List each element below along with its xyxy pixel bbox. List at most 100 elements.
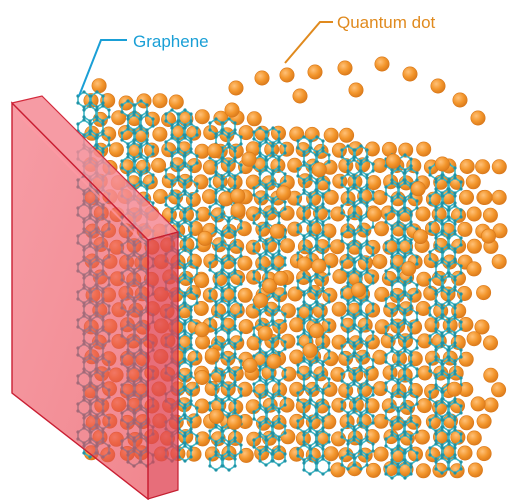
carbon-atom bbox=[277, 326, 281, 330]
carbon-atom bbox=[283, 256, 287, 260]
carbon-atom bbox=[447, 274, 451, 278]
carbon-atom bbox=[195, 210, 199, 214]
quantum-dot bbox=[338, 350, 354, 366]
carbon-atom bbox=[315, 244, 319, 248]
carbon-atom bbox=[189, 112, 193, 116]
carbon-atom bbox=[359, 358, 363, 362]
carbon-atom bbox=[265, 214, 269, 218]
carbon-atom bbox=[384, 332, 388, 336]
carbon-atom bbox=[227, 359, 231, 363]
quantum-dot bbox=[470, 396, 486, 412]
carbon-atom bbox=[434, 317, 438, 321]
quantum-dot bbox=[289, 317, 305, 333]
carbon-atom bbox=[309, 363, 313, 367]
carbon-atom bbox=[233, 271, 237, 275]
quantum-dot bbox=[323, 127, 339, 143]
carbon-atom bbox=[139, 170, 143, 174]
carbon-atom bbox=[89, 129, 93, 133]
carbon-atom bbox=[120, 166, 124, 170]
carbon-atom bbox=[396, 447, 400, 451]
carbon-atom bbox=[371, 393, 375, 397]
quantum-dot bbox=[209, 408, 225, 424]
carbon-atom bbox=[409, 182, 413, 186]
carbon-atom bbox=[296, 335, 300, 339]
carbon-atom bbox=[321, 429, 325, 433]
carbon-atom bbox=[120, 103, 124, 107]
carbon-atom bbox=[227, 219, 231, 223]
carbon-atom bbox=[453, 453, 457, 457]
carbon-atom bbox=[189, 290, 193, 294]
carbon-atom bbox=[371, 246, 375, 250]
carbon-atom bbox=[315, 216, 319, 220]
carbon-atom bbox=[220, 174, 224, 178]
carbon-atom bbox=[95, 108, 99, 112]
carbon-atom bbox=[327, 328, 331, 332]
carbon-atom bbox=[177, 140, 181, 144]
carbon-atom bbox=[315, 290, 319, 294]
carbon-atom bbox=[252, 270, 256, 274]
carbon-atom bbox=[428, 313, 432, 317]
quantum-dot bbox=[287, 157, 303, 173]
carbon-atom bbox=[359, 246, 363, 250]
quantum-dot bbox=[194, 109, 210, 125]
carbon-atom bbox=[434, 292, 438, 296]
carbon-atom bbox=[195, 266, 199, 270]
carbon-atom bbox=[315, 188, 319, 192]
carbon-atom bbox=[409, 279, 413, 283]
quantum-dot bbox=[401, 261, 417, 277]
carbon-atom bbox=[315, 384, 319, 388]
carbon-atom bbox=[415, 178, 419, 182]
carbon-atom bbox=[397, 409, 401, 413]
carbon-atom bbox=[453, 362, 457, 366]
carbon-atom bbox=[101, 132, 105, 136]
carbon-atom bbox=[258, 424, 262, 428]
carbon-atom bbox=[258, 449, 262, 453]
carbon-atom bbox=[390, 461, 394, 465]
carbon-atom bbox=[227, 142, 231, 146]
carbon-atom bbox=[195, 434, 199, 438]
carbon-atom bbox=[390, 196, 394, 200]
carbon-atom bbox=[409, 353, 413, 357]
carbon-atom bbox=[227, 338, 231, 342]
carbon-atom bbox=[315, 356, 319, 360]
quantum-dot bbox=[207, 143, 223, 159]
carbon-atom bbox=[309, 195, 313, 199]
carbon-atom bbox=[95, 136, 99, 140]
carbon-atom bbox=[258, 406, 262, 410]
carbon-atom bbox=[214, 188, 218, 192]
carbon-atom bbox=[327, 461, 331, 465]
carbon-atom bbox=[296, 195, 300, 199]
carbon-atom bbox=[447, 299, 451, 303]
carbon-atom bbox=[258, 281, 262, 285]
carbon-atom bbox=[189, 196, 193, 200]
carbon-atom bbox=[315, 150, 319, 154]
carbon-atom bbox=[183, 123, 187, 127]
carbon-atom bbox=[227, 450, 231, 454]
carbon-atom bbox=[176, 178, 180, 182]
carbon-atom bbox=[214, 135, 218, 139]
carbon-atom bbox=[403, 448, 407, 452]
quantum-dot bbox=[416, 398, 432, 414]
carbon-atom bbox=[214, 117, 218, 121]
carbon-atom bbox=[365, 183, 369, 187]
carbon-atom bbox=[359, 327, 363, 331]
carbon-atom bbox=[447, 243, 451, 247]
carbon-atom bbox=[214, 132, 218, 136]
carbon-atom bbox=[441, 362, 445, 366]
carbon-atom bbox=[139, 99, 143, 103]
quantum-dot bbox=[308, 323, 324, 339]
carbon-atom bbox=[434, 460, 438, 464]
carbon-atom bbox=[308, 401, 312, 405]
quantum-dot bbox=[246, 111, 262, 127]
carbon-atom bbox=[308, 192, 312, 196]
graphene-sheet bbox=[428, 162, 463, 475]
carbon-atom bbox=[183, 108, 187, 112]
carbon-atom bbox=[346, 281, 350, 285]
carbon-atom bbox=[440, 372, 444, 376]
carbon-atom bbox=[409, 409, 413, 413]
carbon-atom bbox=[397, 192, 401, 196]
carbon-atom bbox=[453, 359, 457, 363]
carbon-atom bbox=[271, 207, 275, 211]
carbon-atom bbox=[252, 137, 256, 141]
carbon-atom bbox=[214, 468, 218, 472]
